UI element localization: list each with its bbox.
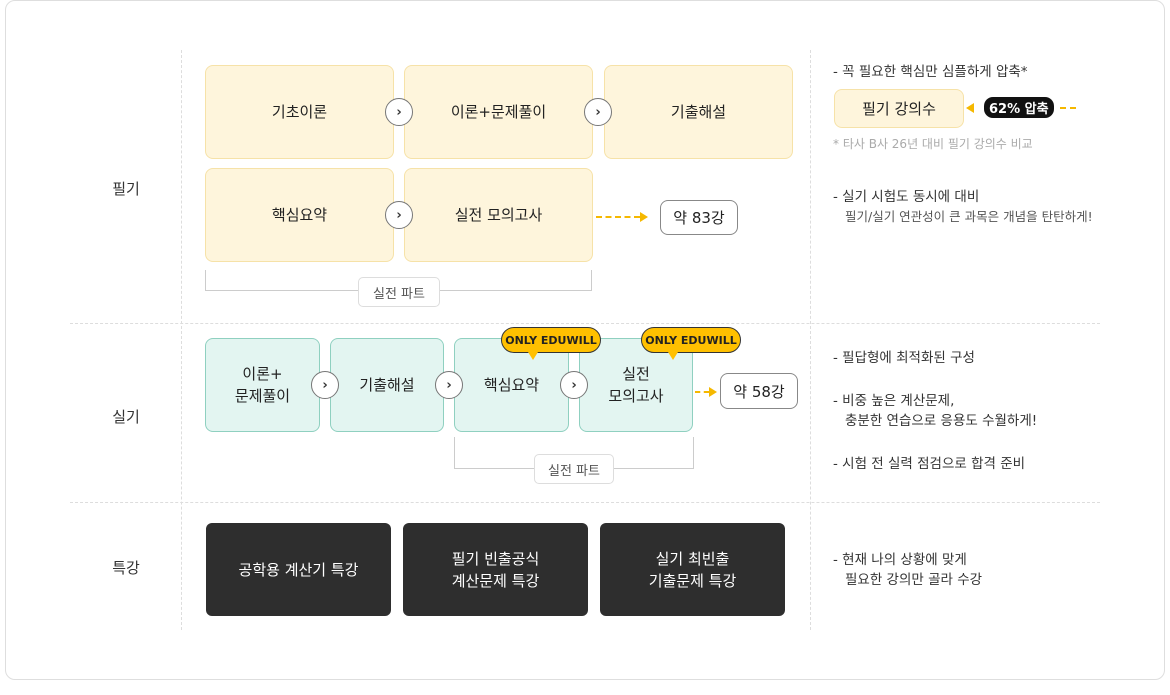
note-sub: 충분한 연습으로 응용도 수월하게!	[845, 413, 1038, 429]
step-mock-exam: 실전 모의고사	[404, 168, 593, 262]
row-label-written: 필기	[112, 180, 140, 198]
note-sub: 필기/실기 연관성이 큰 과목은 개념을 탄탄하게!	[845, 209, 1093, 224]
divider	[70, 323, 1100, 324]
divider	[810, 50, 811, 630]
dashed-line	[1060, 107, 1076, 109]
part-label: 실전 파트	[534, 454, 614, 484]
arrow-head-icon	[640, 212, 648, 222]
note: - 현재 나의 상황에 맞게	[833, 552, 967, 568]
chevron-right-icon: ›	[385, 98, 413, 126]
step-basic-theory: 기초이론	[205, 65, 394, 159]
dashed-arrow	[695, 391, 709, 393]
step-summary: 핵심요약	[205, 168, 394, 262]
dashed-arrow	[596, 216, 640, 218]
step-past-exams: 기출해설	[330, 338, 444, 432]
note-sub: 필요한 강의만 골라 수강	[845, 572, 983, 588]
step-theory-problems: 이론+문제풀이	[404, 65, 593, 159]
chevron-right-icon: ›	[584, 98, 612, 126]
chevron-right-icon: ›	[435, 371, 463, 399]
note: - 필답형에 최적화된 구성	[833, 350, 975, 366]
footnote: * 타사 B사 26년 대비 필기 강의수 비교	[833, 137, 1033, 151]
chevron-right-icon: ›	[560, 371, 588, 399]
step-past-exams: 기출해설	[604, 65, 793, 159]
arrow-head-icon	[709, 387, 717, 397]
special-lecture-past-exams: 실기 최빈출 기출문제 특강	[600, 523, 785, 616]
arrow-head-icon	[966, 103, 974, 113]
note: - 시험 전 실력 점검으로 합격 준비	[833, 456, 1026, 472]
compress-label: 62% 압축	[984, 97, 1054, 118]
part-label: 실전 파트	[358, 277, 440, 307]
divider	[181, 50, 182, 630]
row-label-special: 특강	[112, 559, 140, 577]
lecture-count-badge: 필기 강의수	[834, 89, 964, 128]
note: - 비중 높은 계산문제,	[833, 393, 955, 409]
special-lecture-calculator: 공학용 계산기 특강	[206, 523, 391, 616]
note: - 꼭 필요한 핵심만 심플하게 압축*	[833, 64, 1028, 80]
lecture-count-written: 약 83강	[660, 200, 738, 235]
divider	[70, 502, 1100, 503]
note: - 실기 시험도 동시에 대비	[833, 189, 980, 205]
only-eduwill-badge: ONLY EDUWILL	[501, 327, 601, 360]
only-eduwill-badge: ONLY EDUWILL	[641, 327, 741, 360]
step-theory-problems: 이론+ 문제풀이	[205, 338, 320, 432]
lecture-count-practical: 약 58강	[720, 373, 798, 409]
row-label-practical: 실기	[112, 408, 140, 426]
special-lecture-formulas: 필기 빈출공식 계산문제 특강	[403, 523, 588, 616]
step-summary: 핵심요약	[454, 338, 569, 432]
chevron-right-icon: ›	[385, 201, 413, 229]
chevron-right-icon: ›	[311, 371, 339, 399]
